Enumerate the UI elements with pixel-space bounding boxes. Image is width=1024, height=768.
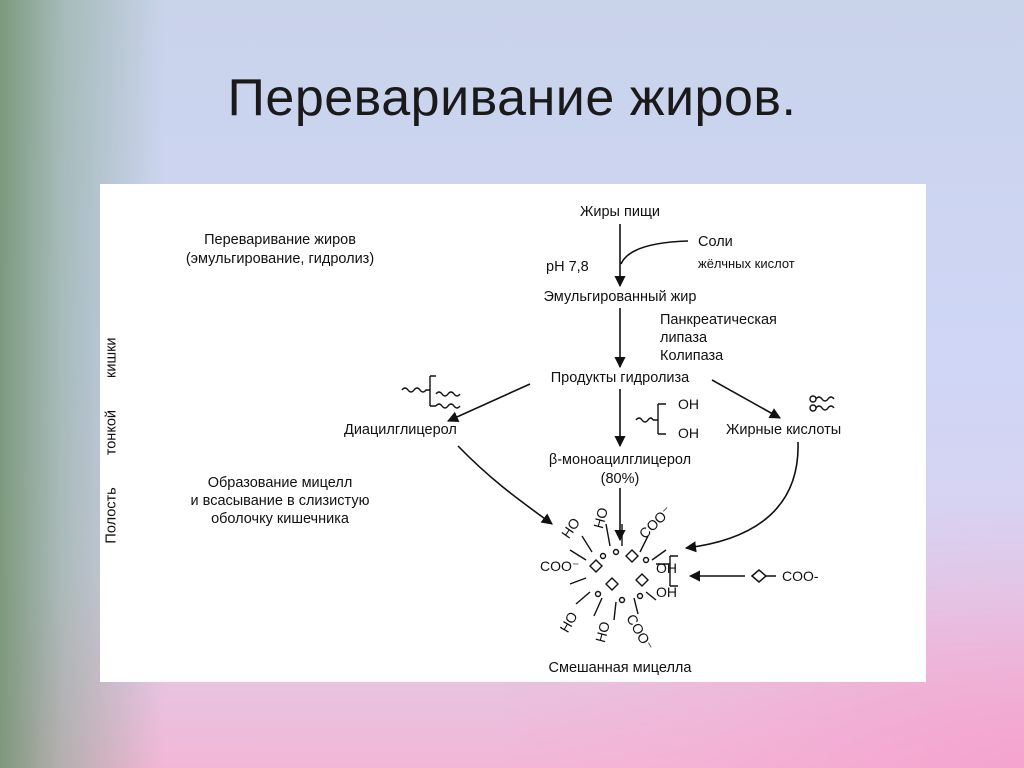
arrow-diacyl-to-micelle [457, 445, 553, 525]
arrow-fatty-to-micelle [684, 441, 799, 553]
micelle-core-drawing [569, 523, 678, 621]
node-enzymes-line1: Панкреатическая [660, 312, 777, 328]
note-micelles-line1: Образование мицелл [207, 475, 353, 491]
node-monoacylglycerol-line2: (80%) [600, 471, 640, 487]
mono-oh-top: OH [678, 396, 699, 412]
note-digestion-line2: (эмульгирование, гидролиз) [185, 251, 375, 267]
node-diacylglycerol: Диацилглицерол [344, 422, 457, 438]
node-enzymes-line2: липаза [660, 330, 708, 346]
node-food-fats: Жиры пищи [580, 204, 660, 220]
micelle-coo-left: COO⁻ [540, 558, 580, 574]
note-micelles-line3: оболочку кишечника [211, 511, 349, 527]
node-salts-line1: Соли [698, 234, 733, 250]
node-salts-line2: жёлчных кислот [698, 256, 795, 271]
node-mixed-micelle: Смешанная мицелла [548, 660, 692, 676]
arrow-products-to-diacyl [446, 383, 531, 422]
node-products: Продукты гидролиза [550, 370, 690, 386]
micelle-oh-right-top: OH [656, 560, 677, 576]
arrow-salts-join [620, 240, 689, 265]
coo-label: COO- [782, 568, 819, 584]
node-enzymes-line3: Колипаза [660, 348, 724, 364]
micelle-oh-right-bottom: OH [656, 584, 677, 600]
diacylglycerol-structure-icon [401, 375, 461, 409]
arrow-products-to-fatty [711, 379, 781, 419]
diamond-icon [750, 569, 776, 583]
note-digestion-line1: Переваривание жиров [204, 232, 356, 248]
vertical-label: Полость тонкой кишки [103, 337, 120, 544]
node-emulsified: Эмульгированный жир [543, 289, 697, 305]
mono-oh-bottom: OH [678, 425, 699, 441]
node-fatty-acids: Жирные кислоты [726, 422, 842, 438]
fatty-acid-icons [809, 395, 835, 412]
diagram-panel: Переваривание жиров (эмульгирование, гид… [100, 184, 926, 682]
node-ph: pH 7,8 [546, 259, 589, 275]
node-monoacylglycerol-line1: β-моноацилглицерол [548, 452, 692, 468]
monoacylglycerol-structure-icon [635, 403, 666, 435]
note-micelles-line2: и всасывание в слизистую [190, 493, 370, 509]
slide-title: Переваривание жиров. [227, 69, 797, 127]
diagram-arrows [401, 224, 835, 621]
